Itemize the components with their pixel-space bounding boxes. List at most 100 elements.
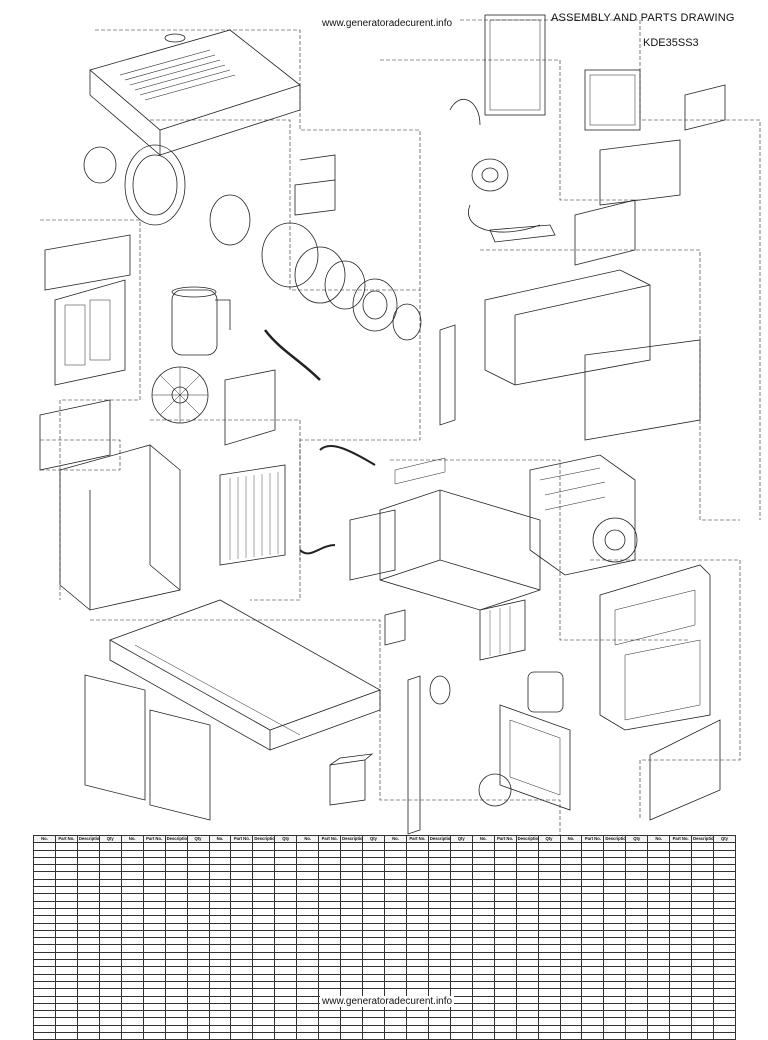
parts-list-table: No. Part No. Description Qty No. Part No… xyxy=(33,834,736,1040)
parts-table-cell xyxy=(230,1002,254,1012)
parts-table-cell xyxy=(230,900,254,909)
parts-table-row xyxy=(33,907,736,917)
parts-table-cell xyxy=(362,878,385,888)
parts-table-cell xyxy=(647,922,671,931)
parts-table-cell xyxy=(98,1017,122,1026)
parts-table-cell xyxy=(713,1010,736,1019)
parts-table-cell xyxy=(186,966,210,975)
parts-table-cell xyxy=(384,1010,407,1019)
parts-table-row xyxy=(33,856,736,866)
parts-table-cell xyxy=(318,915,342,924)
col-header-partno-4: Part No. xyxy=(318,834,342,844)
parts-table-row xyxy=(33,842,736,851)
parts-table-cell xyxy=(713,871,736,880)
parts-table-cell xyxy=(405,842,429,851)
parts-table-cell xyxy=(537,915,561,924)
parts-table-cell xyxy=(625,842,649,851)
parts-table-cell xyxy=(713,907,736,917)
parts-table-cell xyxy=(669,1031,693,1040)
parts-table-cell xyxy=(515,951,539,961)
parts-table-cell xyxy=(252,959,276,968)
col-header-no-1: No. xyxy=(33,834,56,844)
parts-table-cell xyxy=(559,871,583,880)
parts-table-cell xyxy=(98,1010,122,1019)
parts-table-cell xyxy=(186,922,210,931)
parts-table-cell xyxy=(559,900,583,909)
parts-table-cell xyxy=(208,878,232,888)
parts-table-cell xyxy=(471,937,495,946)
parts-table-cell xyxy=(493,842,517,851)
parts-table-row xyxy=(33,922,736,931)
parts-table-cell xyxy=(581,1024,605,1034)
parts-table-cell xyxy=(318,842,342,851)
parts-table-cell xyxy=(98,1024,122,1034)
parts-table-cell xyxy=(471,980,495,990)
cooling-fan xyxy=(151,366,209,424)
parts-table-cell xyxy=(449,951,473,961)
parts-table-cell xyxy=(449,856,473,866)
col-header-partno-2: Part No. xyxy=(142,834,166,844)
parts-table-cell xyxy=(98,871,122,880)
parts-table-cell xyxy=(33,907,56,917)
col-header-no-5: No. xyxy=(384,834,407,844)
parts-table-cell xyxy=(625,1010,649,1019)
parts-table-cell xyxy=(362,842,385,851)
parts-table-cell xyxy=(76,1031,100,1040)
parts-table-cell xyxy=(427,973,451,982)
parts-table-cell xyxy=(33,944,56,953)
parts-table-cell xyxy=(537,878,561,888)
parts-table-cell xyxy=(384,900,407,909)
parts-table-cell xyxy=(54,842,78,851)
exploded-assembly-drawing xyxy=(39,14,761,835)
parts-table-cell xyxy=(405,1010,429,1019)
parts-table-cell xyxy=(318,864,342,873)
parts-table-cell xyxy=(581,988,605,997)
parts-table-cell xyxy=(54,871,78,880)
parts-table-cell xyxy=(164,1031,188,1040)
parts-table-cell xyxy=(208,929,232,939)
parts-table-cell xyxy=(252,878,276,888)
parts-table-cell xyxy=(76,907,100,917)
parts-table-cell xyxy=(296,980,320,990)
parts-table-cell xyxy=(120,937,144,946)
parts-table-cell xyxy=(33,864,56,873)
parts-table-cell xyxy=(362,988,385,997)
oil-cooler xyxy=(479,599,526,661)
parts-table-cell xyxy=(274,929,298,939)
parts-table-cell xyxy=(230,907,254,917)
parts-table-cell xyxy=(230,988,254,997)
parts-table-cell xyxy=(405,929,429,939)
parts-table-cell xyxy=(76,995,100,1004)
website-url-top[interactable]: www.generatoradecurent.info xyxy=(322,18,453,29)
parts-table-cell xyxy=(603,886,627,895)
parts-table-cell xyxy=(186,937,210,946)
parts-table-cell xyxy=(230,915,254,924)
parts-table-cell xyxy=(362,959,385,968)
parts-table-row xyxy=(33,929,736,939)
website-url-bottom[interactable]: www.generatoradecurent.info xyxy=(320,996,455,1007)
parts-table-cell xyxy=(427,1017,451,1026)
parts-table-cell xyxy=(384,915,407,924)
parts-table-cell xyxy=(252,951,276,961)
parts-table-cell xyxy=(33,871,56,880)
parts-table-row xyxy=(33,900,736,909)
parts-table-cell xyxy=(405,1017,429,1026)
parts-table-cell xyxy=(384,922,407,931)
parts-table-cell xyxy=(515,1024,539,1034)
parts-table-cell xyxy=(384,878,407,888)
parts-table-row xyxy=(33,878,736,888)
parts-table-cell xyxy=(208,1031,232,1040)
parts-table-cell xyxy=(186,849,210,858)
parts-table-cell xyxy=(493,973,517,982)
parts-table-cell xyxy=(230,893,254,902)
parts-table-cell xyxy=(405,915,429,924)
parts-table-cell xyxy=(98,893,122,902)
parts-table-cell xyxy=(647,951,671,961)
parts-table-cell xyxy=(449,886,473,895)
parts-table-cell xyxy=(142,1017,166,1026)
parts-table-cell xyxy=(603,1024,627,1034)
parts-table-cell xyxy=(515,995,539,1004)
parts-table-cell xyxy=(449,849,473,858)
parts-table-cell xyxy=(559,995,583,1004)
parts-table-cell xyxy=(98,856,122,866)
